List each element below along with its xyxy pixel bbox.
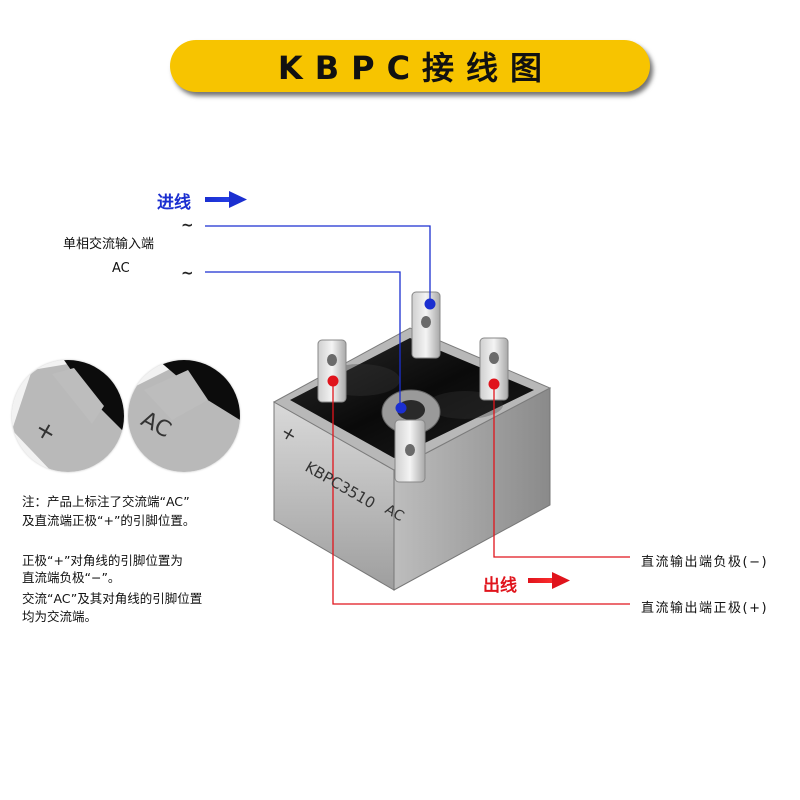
ac-mark-closeup: AC [128, 360, 240, 472]
dc-negative-label: 直流输出端负极(−) [641, 555, 769, 570]
note-line: 均为交流端。 [22, 609, 98, 624]
ac-input-wires [205, 225, 431, 408]
output-label: 出线 [483, 576, 517, 596]
input-label: 进线 [157, 193, 191, 213]
output-arrow-icon [528, 572, 570, 589]
dc-positive-label: 直流输出端正极(+) [641, 601, 769, 616]
positive-dot [327, 375, 339, 387]
note-line: 及直流端正极“+”的引脚位置。 [22, 513, 196, 528]
title-banner: KBPC接线图 [170, 40, 650, 92]
page-title: KBPC接线图 [277, 49, 555, 87]
ac-dot-center [395, 402, 407, 414]
ac-tilde-top: ~ [181, 216, 194, 234]
input-arrow-icon [205, 191, 247, 208]
plus-mark-closeup: + [12, 360, 124, 472]
dc-output-wires [332, 382, 630, 605]
ac-dot-top [424, 298, 436, 310]
note-line: 交流“AC”及其对角线的引脚位置 [22, 591, 203, 606]
ac-tilde-bottom: ~ [181, 264, 194, 282]
pin-ac-center [381, 389, 441, 483]
note-line: 正极“+”对角线的引脚位置为 [22, 553, 183, 568]
negative-dot [488, 378, 500, 390]
note-line: 注：产品上标注了交流端“AC” [22, 494, 190, 509]
pin-positive [317, 339, 347, 403]
ac-input-desc: 单相交流输入端 [63, 237, 155, 252]
note-line: 直流端负极“−”。 [22, 570, 121, 585]
ac-input-abbr: AC [112, 261, 130, 276]
